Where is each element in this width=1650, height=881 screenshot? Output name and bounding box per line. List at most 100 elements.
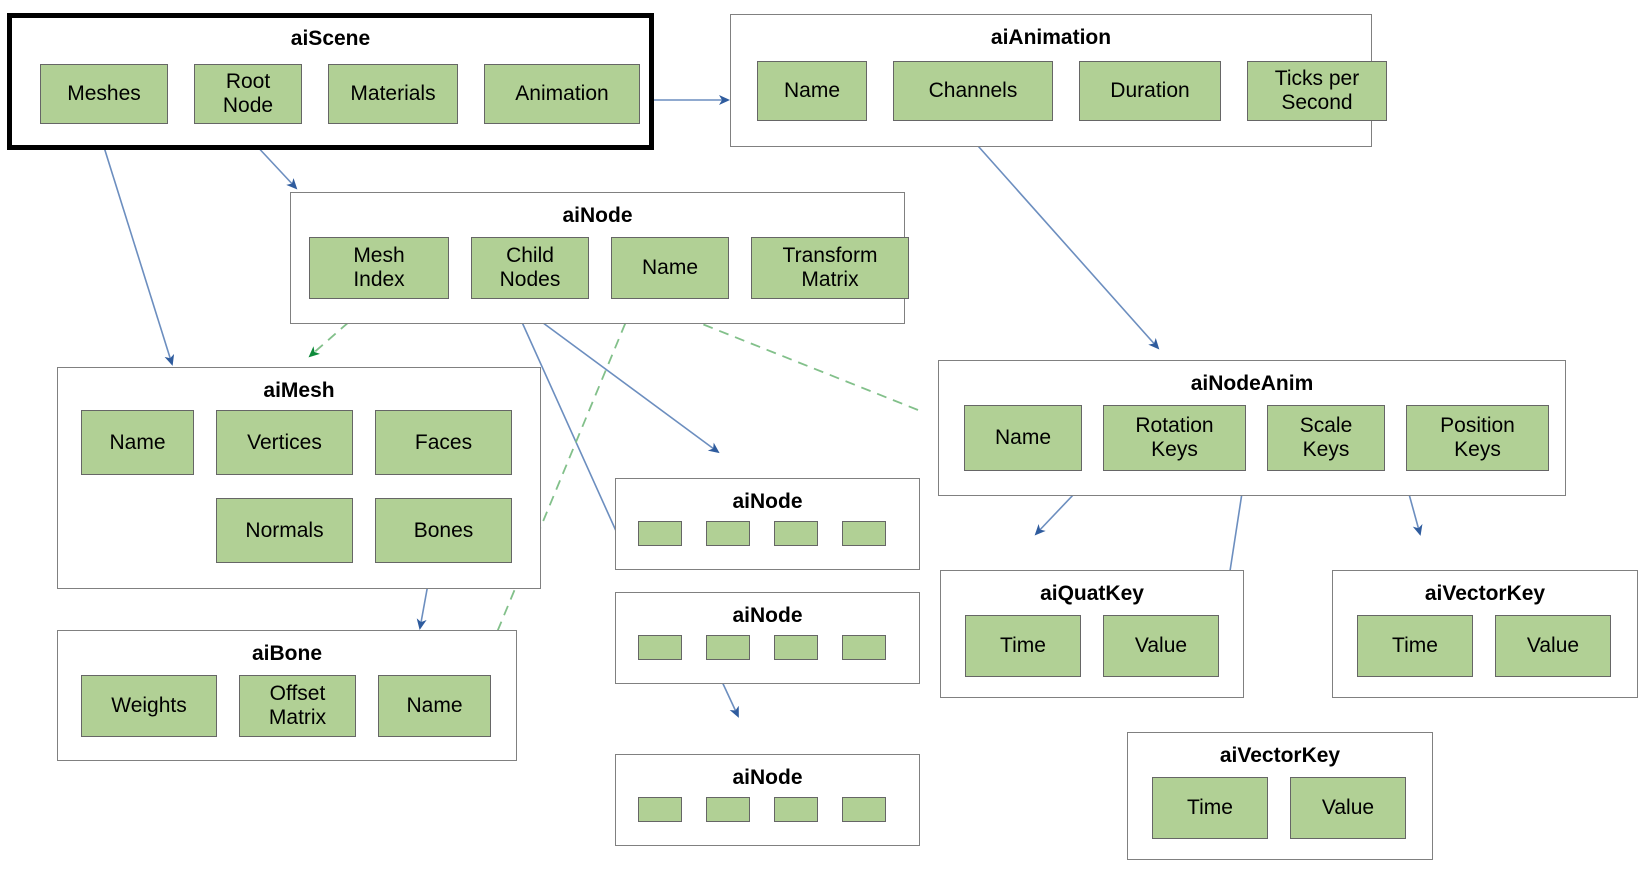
field-label-line1: Ticks per — [1274, 67, 1360, 91]
field-label-line2: Index — [353, 268, 405, 291]
group-title-aivectorkey-right: aiVectorKey — [1424, 582, 1546, 605]
group-aiscene[interactable]: aiScene Meshes Root Node Materials Anima… — [7, 13, 654, 150]
group-title-ainode: aiNode — [562, 204, 633, 227]
field-label: Position Keys — [1440, 414, 1515, 461]
field-label-line1: Root — [225, 70, 271, 94]
field-aimesh-bones[interactable]: Bones — [375, 498, 512, 563]
field-aimesh-vertices[interactable]: Vertices — [216, 410, 353, 475]
field-label: Offset Matrix — [269, 682, 326, 729]
field-aimesh-name[interactable]: Name — [81, 410, 194, 475]
group-aiquatkey[interactable]: aiQuatKey Time Value — [940, 570, 1244, 698]
field-ainode-child-1-slot-1[interactable] — [638, 521, 682, 546]
field-aianimation-duration[interactable]: Duration — [1079, 61, 1221, 121]
group-ainode-child-3[interactable]: aiNode — [615, 754, 920, 846]
field-label: Value — [1321, 796, 1375, 820]
field-ainode-child-2-slot-1[interactable] — [638, 635, 682, 660]
group-aimesh[interactable]: aiMesh Name Vertices Faces Normals Bones — [57, 367, 541, 589]
field-label-line1: Rotation — [1135, 414, 1214, 438]
field-aivectorkey-bottom-time[interactable]: Time — [1152, 777, 1268, 839]
field-ainode-name[interactable]: Name — [611, 237, 729, 299]
field-aiquatkey-time[interactable]: Time — [965, 615, 1081, 677]
field-label-line2: Keys — [1151, 438, 1198, 461]
field-ainode-child-2-slot-2[interactable] — [706, 635, 750, 660]
field-ainode-child-3-slot-4[interactable] — [842, 797, 886, 822]
field-aivectorkey-right-value[interactable]: Value — [1495, 615, 1611, 677]
field-aianimation-channels[interactable]: Channels — [893, 61, 1053, 121]
field-label-line2: Nodes — [499, 268, 561, 291]
field-label: Scale Keys — [1300, 414, 1353, 461]
group-aianimation[interactable]: aiAnimation Name Channels Duration Ticks… — [730, 14, 1387, 147]
field-label-line2: Matrix — [801, 268, 859, 291]
field-label-line2: Node — [222, 94, 274, 117]
field-aiscene-animation[interactable]: Animation — [484, 64, 640, 124]
group-title-aibone: aiBone — [251, 642, 322, 665]
field-label: Normals — [245, 518, 324, 542]
field-aiscene-meshes[interactable]: Meshes — [40, 64, 168, 124]
field-aianimation-name[interactable]: Name — [757, 61, 867, 121]
group-title-ainodeanim: aiNodeAnim — [1190, 372, 1314, 395]
field-aimesh-faces[interactable]: Faces — [375, 410, 512, 475]
field-ainode-child-3-slot-3[interactable] — [774, 797, 818, 822]
group-ainode[interactable]: aiNode Mesh Index Child Nodes Name Trans… — [290, 192, 909, 324]
group-ainode-child-1[interactable]: aiNode — [615, 478, 920, 570]
field-label-line2: Keys — [1454, 438, 1501, 461]
group-title-ainode-child-2: aiNode — [732, 604, 803, 627]
group-aivectorkey-right[interactable]: aiVectorKey Time Value — [1332, 570, 1638, 698]
field-aiquatkey-value[interactable]: Value — [1103, 615, 1219, 677]
field-ainode-child-1-slot-4[interactable] — [842, 521, 886, 546]
group-ainode-child-2[interactable]: aiNode — [615, 592, 920, 684]
field-label-line1: Mesh — [353, 244, 405, 268]
field-label: Ticks per Second — [1275, 67, 1359, 114]
field-ainode-mesh-index[interactable]: Mesh Index — [309, 237, 449, 299]
field-label: Faces — [414, 430, 473, 454]
field-ainode-transform-matrix[interactable]: Transform Matrix — [751, 237, 909, 299]
field-aibone-name[interactable]: Name — [378, 675, 491, 737]
field-label: Animation — [515, 82, 609, 106]
field-aibone-offset-matrix[interactable]: Offset Matrix — [239, 675, 356, 737]
field-aivectorkey-bottom-value[interactable]: Value — [1290, 777, 1406, 839]
field-label: Time — [1000, 634, 1046, 658]
field-ainode-child-2-slot-3[interactable] — [774, 635, 818, 660]
field-aivectorkey-right-time[interactable]: Time — [1357, 615, 1473, 677]
field-label: Channels — [928, 79, 1018, 103]
group-aivectorkey-bottom[interactable]: aiVectorKey Time Value — [1127, 732, 1433, 860]
edge-ainodeanim-name-to-ainode-name — [670, 310, 919, 411]
field-ainode-child-1-slot-3[interactable] — [774, 521, 818, 546]
field-aiscene-root-node[interactable]: Root Node — [194, 64, 302, 124]
field-ainode-child-1-slot-2[interactable] — [706, 521, 750, 546]
field-label-line1: Transform — [782, 244, 878, 268]
field-label-line2: Matrix — [268, 706, 327, 729]
field-aiscene-materials[interactable]: Materials — [328, 64, 458, 124]
field-label: Materials — [350, 82, 436, 106]
field-aimesh-normals[interactable]: Normals — [216, 498, 353, 563]
group-title-aiscene: aiScene — [290, 27, 371, 50]
field-ainode-child-3-slot-1[interactable] — [638, 797, 682, 822]
field-ainode-child-3-slot-2[interactable] — [706, 797, 750, 822]
field-label: Name — [109, 430, 166, 454]
field-label: Bones — [413, 518, 474, 542]
field-label: Value — [1526, 634, 1580, 658]
edge-animation-channels-to-ainodeanim — [961, 127, 1160, 350]
group-title-ainode-child-1: aiNode — [732, 490, 803, 513]
field-ainodeanim-scale-keys[interactable]: Scale Keys — [1267, 405, 1385, 471]
field-label: Transform Matrix — [783, 244, 878, 291]
field-ainode-child-nodes[interactable]: Child Nodes — [471, 237, 589, 299]
field-ainodeanim-name[interactable]: Name — [964, 405, 1082, 471]
group-ainodeanim[interactable]: aiNodeAnim Name Rotation Keys Scale Keys… — [938, 360, 1566, 496]
field-label-line1: Position — [1440, 414, 1515, 438]
group-title-aianimation: aiAnimation — [990, 26, 1112, 49]
field-ainodeanim-rotation-keys[interactable]: Rotation Keys — [1103, 405, 1246, 471]
field-label-line1: Offset — [269, 682, 326, 706]
field-label: Name — [783, 79, 841, 103]
field-aibone-weights[interactable]: Weights — [81, 675, 217, 737]
field-label: Name — [641, 256, 699, 280]
field-ainodeanim-position-keys[interactable]: Position Keys — [1406, 405, 1549, 471]
field-ainode-child-2-slot-4[interactable] — [842, 635, 886, 660]
group-title-aimesh: aiMesh — [263, 379, 335, 402]
field-label-line1: Child — [506, 244, 554, 268]
group-aibone[interactable]: aiBone Weights Offset Matrix Name — [57, 630, 517, 761]
field-label: Weights — [111, 694, 187, 718]
group-title-ainode-child-3: aiNode — [732, 766, 803, 789]
field-aianimation-ticks-per-second[interactable]: Ticks per Second — [1247, 61, 1387, 121]
